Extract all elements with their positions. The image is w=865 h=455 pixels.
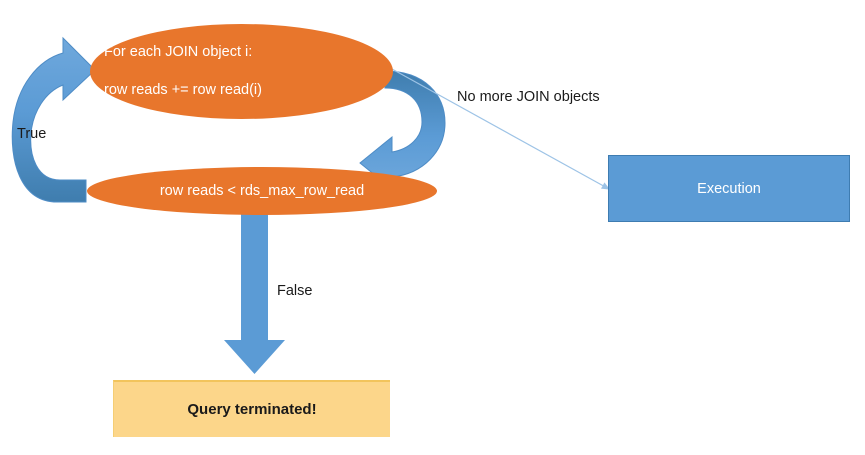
- edge-label-true: True: [17, 126, 47, 142]
- node-query-terminated[interactable]: Query terminated!: [113, 380, 390, 437]
- no-more-join-arrow: [391, 68, 611, 190]
- edge-label-false: False: [277, 283, 313, 299]
- node-condition[interactable]: row reads < rds_max_row_read: [87, 167, 437, 215]
- edge-label-no-more-join-objects: No more JOIN objects: [457, 89, 600, 105]
- node-execution[interactable]: Execution: [608, 155, 850, 222]
- false-branch-arrow: [224, 212, 285, 374]
- loop-body-line-2: row reads += row read(i): [104, 81, 262, 98]
- node-loop-body[interactable]: For each JOIN object i: row reads += row…: [90, 24, 393, 119]
- condition-label: row reads < rds_max_row_read: [159, 183, 365, 199]
- query-terminated-label: Query terminated!: [187, 401, 317, 418]
- loop-body-line-1: For each JOIN object i:: [104, 43, 253, 60]
- true-loop-arrow: [11, 36, 96, 203]
- execution-label: Execution: [697, 180, 761, 197]
